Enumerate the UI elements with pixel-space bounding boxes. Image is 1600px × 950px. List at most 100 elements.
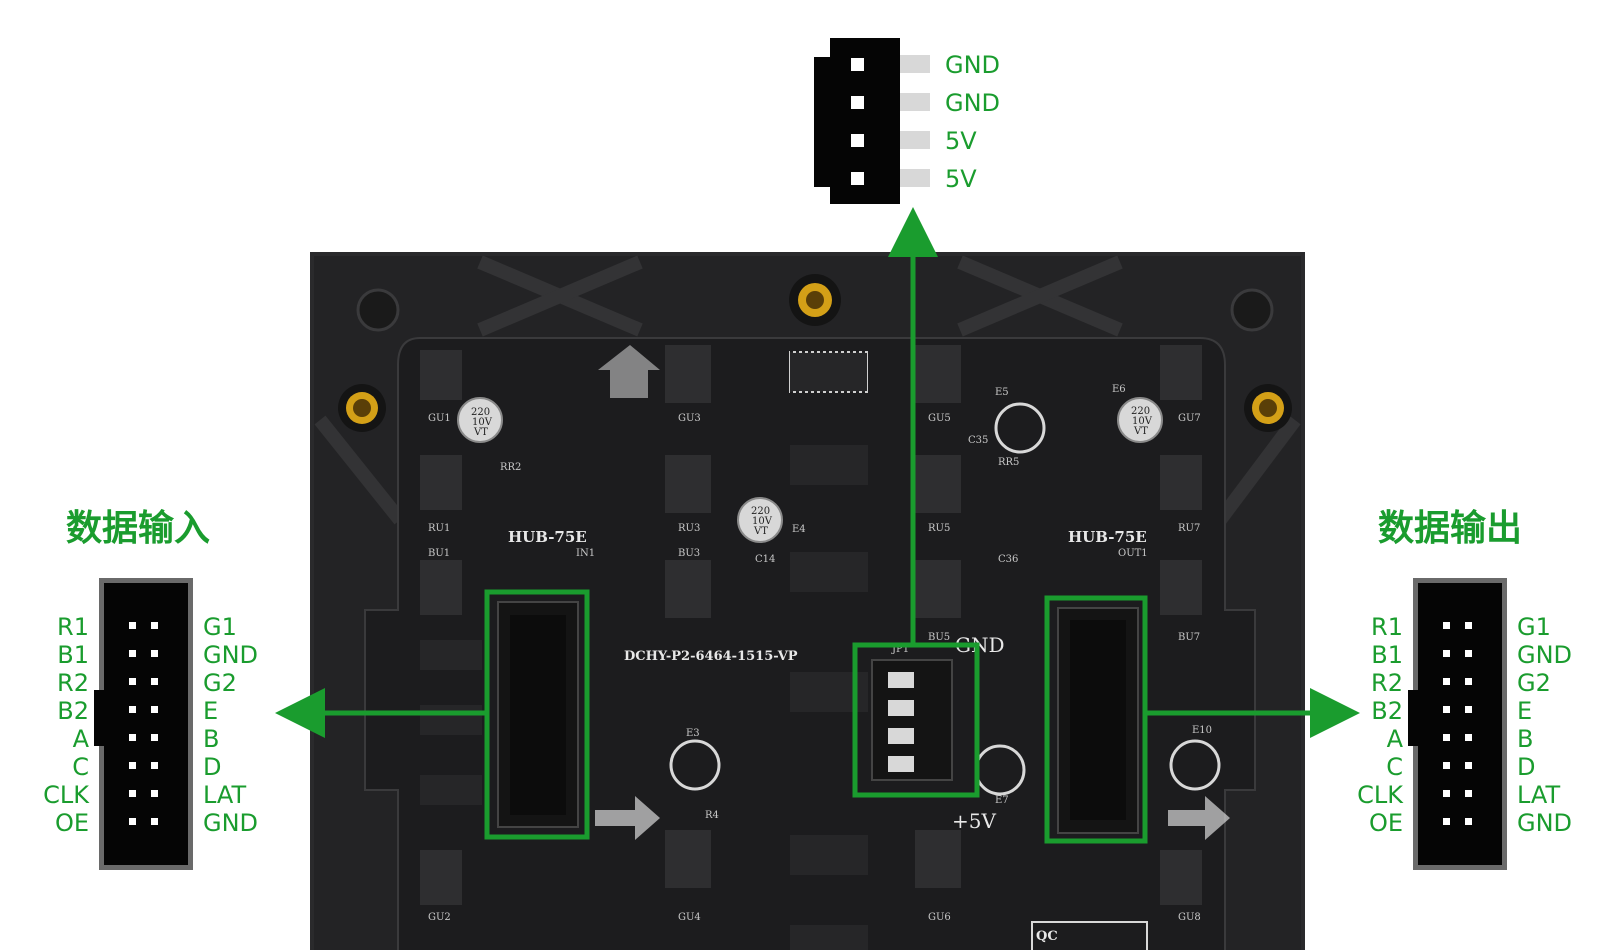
pin-label-left: C [72, 753, 89, 781]
svg-text:BU7: BU7 [1178, 632, 1200, 643]
input-pin [129, 706, 136, 713]
svg-text:10V: 10V [1132, 416, 1153, 427]
driver-ics [420, 345, 1202, 950]
electrolytic-capacitors: 220 10V VT 220 10V VT 220 10V VT [457, 397, 1221, 796]
output-title: 数据输出 [1378, 508, 1522, 549]
input-title: 数据输入 [66, 508, 210, 549]
output-highlight-box [1044, 595, 1148, 844]
output-pin [1443, 734, 1450, 741]
pin-label-left: R1 [1371, 613, 1403, 641]
power-pin-1 [900, 55, 930, 73]
input-pin [151, 790, 158, 797]
input-pin [129, 818, 136, 825]
svg-text:220: 220 [471, 407, 490, 418]
model-number: DCHY-P2-6464-1515-VP [624, 649, 798, 664]
input-pin [151, 650, 158, 657]
power-connector: GND GND 5V 5V [814, 38, 1000, 204]
input-pin [129, 650, 136, 657]
output-pin [1465, 678, 1472, 685]
input-pin [151, 622, 158, 629]
input-pin [151, 678, 158, 685]
pin-label-left: B1 [57, 641, 89, 669]
svg-text:GU4: GU4 [678, 912, 701, 923]
mounting-holes [338, 274, 1292, 432]
svg-text:E3: E3 [686, 728, 700, 739]
svg-text:220: 220 [751, 506, 770, 517]
svg-text:220: 220 [1131, 406, 1150, 417]
svg-text:JP1: JP1 [891, 644, 909, 655]
output-pin [1443, 650, 1450, 657]
pin-label-right: GND [203, 809, 258, 837]
output-pin [1443, 678, 1450, 685]
pin-label-right: E [203, 697, 218, 725]
silkscreen-arrows [595, 345, 1230, 840]
svg-text:GU5: GU5 [928, 413, 951, 424]
output-pin [1443, 706, 1450, 713]
hub-out-label: HUB-75E [1068, 528, 1147, 546]
svg-text:E7: E7 [995, 795, 1009, 806]
svg-text:VT: VT [473, 427, 488, 438]
input-pin [129, 678, 136, 685]
svg-text:BU3: BU3 [678, 548, 700, 559]
pin-label-right: GND [203, 641, 258, 669]
board-5v-label: +5V [952, 809, 996, 833]
pin-label-left: B1 [1371, 641, 1403, 669]
svg-text:C36: C36 [998, 554, 1018, 565]
pin-label-left: CLK [43, 781, 90, 809]
pin-label-left: R2 [1371, 669, 1403, 697]
frame-struts [314, 255, 1301, 525]
svg-text:GU7: GU7 [1178, 413, 1201, 424]
svg-text:C35: C35 [968, 435, 988, 446]
qc-label: QC [1036, 929, 1058, 944]
input-pin [151, 734, 158, 741]
input-pin [129, 790, 136, 797]
pin-label-right: G2 [1517, 669, 1551, 697]
power-pin-3 [900, 131, 930, 149]
output-pin [1443, 762, 1450, 769]
output-pin [1465, 818, 1472, 825]
power-pin-label: 5V [945, 127, 977, 155]
pin-label-left: CLK [1357, 781, 1404, 809]
svg-text:VT: VT [753, 526, 768, 537]
board-output-header [1057, 607, 1139, 834]
board-input-header [497, 601, 579, 828]
pin-label-left: A [73, 725, 90, 753]
pin-label-right: GND [1517, 809, 1572, 837]
input-pin [129, 762, 136, 769]
svg-text:GU6: GU6 [928, 912, 951, 923]
board-power-header [871, 659, 953, 781]
pin-label-left: R2 [57, 669, 89, 697]
svg-text:10V: 10V [472, 417, 493, 428]
pin-label-left: OE [1369, 809, 1403, 837]
pin-label-left: R1 [57, 613, 89, 641]
svg-text:E6: E6 [1112, 384, 1126, 395]
pin-label-right: D [1517, 753, 1535, 781]
pin-label-left: C [1386, 753, 1403, 781]
pin-label-right: GND [1517, 641, 1572, 669]
component-labels: GU1 RU1 BU1 GU2 GU3 RU3 BU3 GU4 GU5 RU5 … [428, 384, 1212, 923]
pin-label-right: G1 [1517, 613, 1551, 641]
pin-label-left: A [1387, 725, 1404, 753]
power-pin-label: 5V [945, 165, 977, 193]
power-pin-label: GND [945, 89, 1000, 117]
pin-label-right: LAT [203, 781, 246, 809]
svg-text:BU5: BU5 [928, 632, 950, 643]
output-pin [1465, 706, 1472, 713]
pin-label-right: G1 [203, 613, 237, 641]
svg-text:E5: E5 [995, 387, 1009, 398]
svg-text:RU3: RU3 [678, 523, 700, 534]
svg-text:VT: VT [1133, 426, 1148, 437]
svg-text:GU8: GU8 [1178, 912, 1201, 923]
svg-text:BU1: BU1 [428, 548, 450, 559]
svg-text:RR5: RR5 [998, 457, 1019, 468]
power-highlight-box [852, 642, 980, 798]
hub-in-label: HUB-75E [508, 528, 587, 546]
svg-text:R4: R4 [705, 810, 719, 821]
output-pin [1443, 790, 1450, 797]
svg-text:RU7: RU7 [1178, 523, 1200, 534]
